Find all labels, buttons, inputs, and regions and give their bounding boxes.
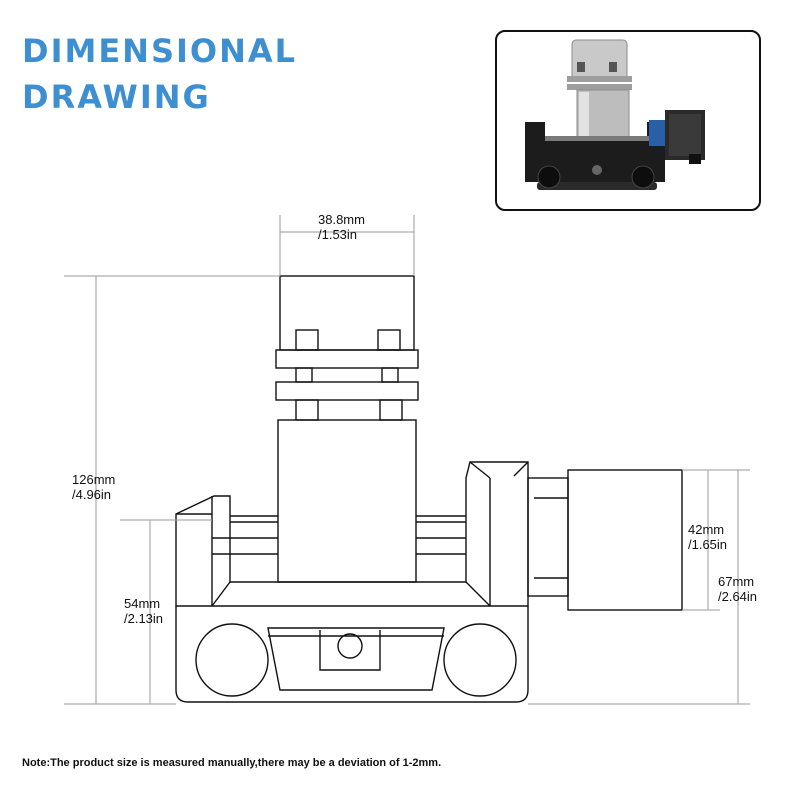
dimension-lines (64, 215, 750, 705)
measurement-note: Note:The product size is measured manual… (22, 757, 442, 769)
clamp-bolt-left (295, 329, 319, 351)
dim-base-height-label: 54mm /2.13in (124, 596, 163, 626)
base-foot (175, 606, 529, 703)
clamp-plate-upper (275, 349, 419, 369)
top-clamp-block (279, 275, 415, 351)
lower-bolt-right (379, 399, 403, 421)
center-hole (337, 633, 363, 659)
dim-total-height-in: /4.96in (72, 487, 112, 502)
page-title: DIMENSIONAL DRAWING (22, 28, 297, 120)
mount-knob-left (195, 623, 269, 697)
dim-total-height-mm: 126mm (72, 472, 116, 487)
clamp-bolt-right (377, 329, 401, 351)
title-line-1: DIMENSIONAL (22, 32, 298, 70)
dim-motor-size-label: 42mm /1.65in (688, 522, 727, 552)
dim-width-top-mm: 38.8mm (318, 212, 365, 227)
title-line-2: DRAWING (22, 78, 211, 116)
dim-total-height-label: 126mm /4.96in (72, 472, 115, 502)
rotary-axis-photo (525, 39, 705, 190)
dim-motor-height-label: 67mm /2.64in (718, 574, 757, 604)
center-recess (267, 627, 445, 691)
dim-width-top-in: /1.53in (318, 227, 358, 242)
product-photo (495, 30, 761, 211)
dim-base-height-in: /2.13in (124, 611, 164, 626)
dim-motor-height-in: /2.64in (718, 589, 758, 604)
mount-knob-right (443, 623, 517, 697)
base-frame (175, 461, 529, 607)
clamp-spacer-right (381, 367, 399, 383)
dim-width-top-label: 38.8mm /1.53in (318, 212, 365, 242)
center-boss (319, 630, 381, 671)
dim-base-height-mm: 54mm (124, 596, 161, 611)
dim-motor-height-mm: 67mm (718, 574, 755, 589)
center-column (277, 419, 417, 583)
lower-bolt-left (295, 399, 319, 421)
clamp-plate-lower (275, 381, 419, 401)
clamp-spacer-left (295, 367, 313, 383)
dim-motor-size-mm: 42mm (688, 522, 725, 537)
stepper-motor (567, 469, 683, 611)
dim-motor-size-in: /1.65in (688, 537, 728, 552)
